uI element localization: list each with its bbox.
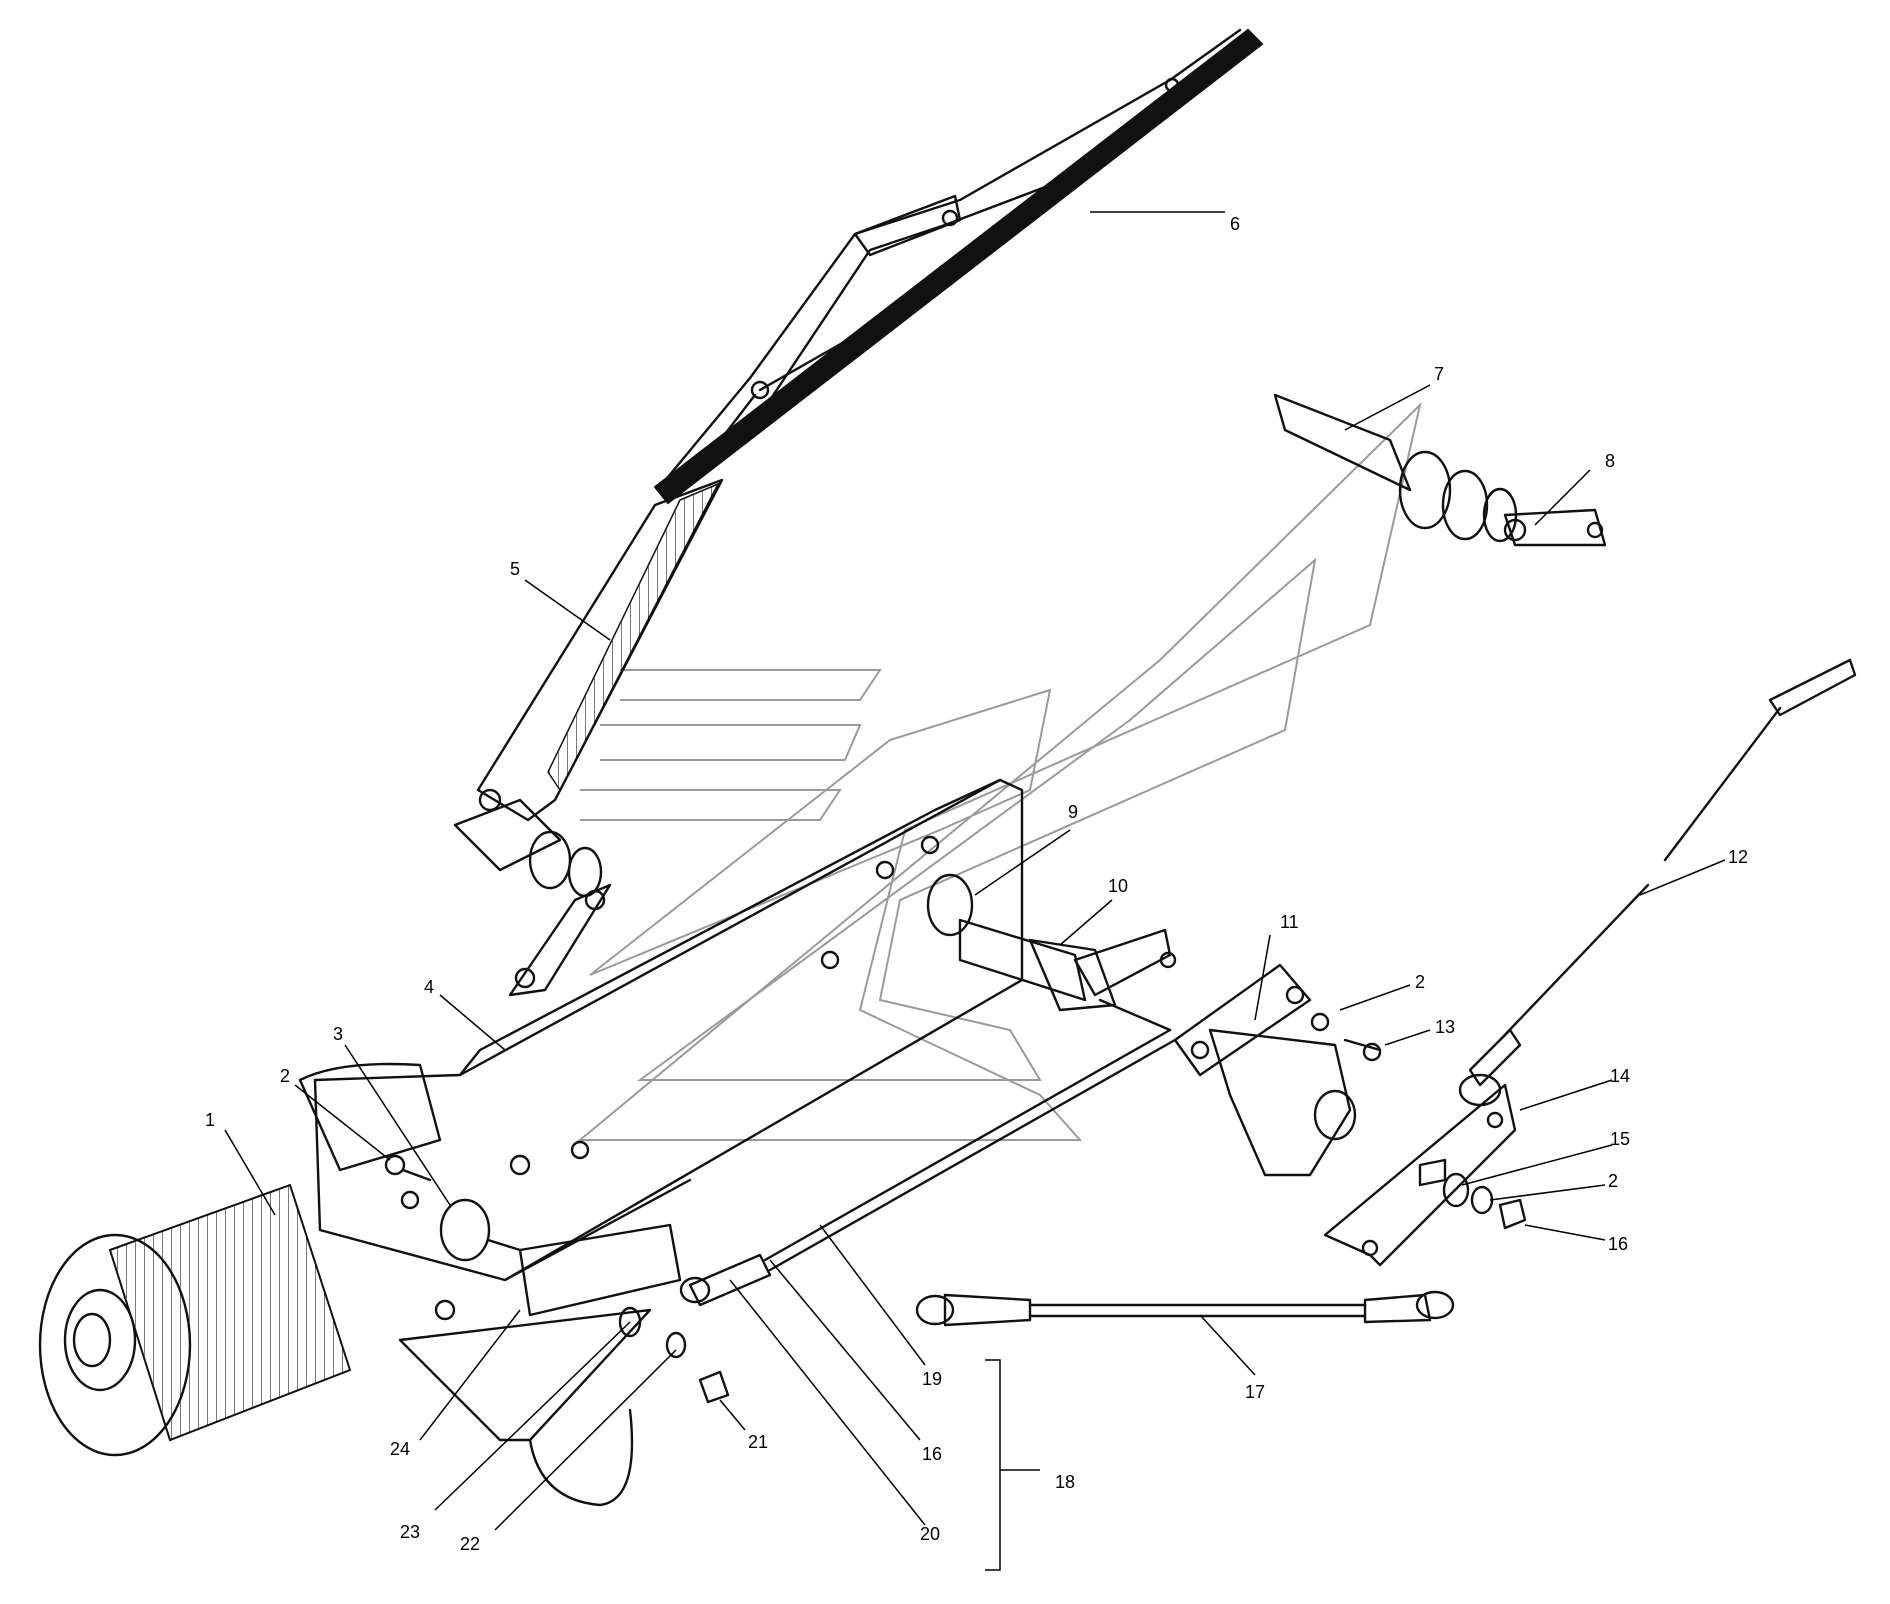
callout-10: 10 (1108, 876, 1128, 896)
callout-21: 21 (748, 1432, 768, 1452)
callout-2-motor: 2 (280, 1066, 290, 1086)
callout-9: 9 (1068, 802, 1078, 822)
callout-11: 11 (1280, 912, 1299, 932)
lower-fasteners (528, 1306, 730, 1507)
mounting-plate (1323, 1083, 1517, 1267)
callout-20: 20 (920, 1524, 940, 1544)
callout-17: 17 (1245, 1382, 1265, 1402)
watermark-logo (577, 401, 1422, 1141)
callout-13: 13 (1435, 1017, 1455, 1037)
callout-22: 22 (460, 1534, 480, 1554)
short-link-rod (915, 1290, 1455, 1327)
leader-lines (224, 211, 1726, 1571)
link-rod-upper (1458, 658, 1857, 1107)
callout-4: 4 (424, 977, 434, 997)
callout-19: 19 (922, 1369, 942, 1389)
callout-labels: 1 2 3 4 5 6 7 8 9 10 11 12 2 13 14 15 2 … (205, 214, 1748, 1554)
wiper-blade (653, 28, 1264, 505)
wiper-arm (453, 478, 724, 997)
callout-16-right: 16 (1608, 1234, 1628, 1254)
callout-5: 5 (510, 559, 520, 579)
callout-1: 1 (205, 1110, 215, 1130)
callout-18: 18 (1055, 1472, 1075, 1492)
drive-spindle (926, 873, 1177, 1032)
bolt-and-bushing (384, 1154, 522, 1262)
spindle-housing-bracket (1173, 963, 1357, 1177)
callout-12: 12 (1728, 847, 1748, 867)
callout-2-lower: 2 (1608, 1171, 1618, 1191)
callout-15: 15 (1610, 1129, 1630, 1149)
link-rod-lower (679, 1028, 1177, 1307)
callout-8: 8 (1605, 451, 1615, 471)
callout-24: 24 (390, 1439, 410, 1459)
callout-23: 23 (400, 1522, 420, 1542)
washers-and-nut-right (1442, 1172, 1527, 1230)
wiper-motor (38, 1062, 442, 1457)
callout-3: 3 (333, 1024, 343, 1044)
callout-6: 6 (1230, 214, 1240, 234)
callout-16-lower: 16 (922, 1444, 942, 1464)
callout-14: 14 (1610, 1066, 1630, 1086)
wiper-spindle-assembly (1273, 393, 1607, 547)
small-bolt-and-washer (1310, 1012, 1382, 1062)
callout-7: 7 (1434, 364, 1444, 384)
callout-2-upper: 2 (1415, 972, 1425, 992)
